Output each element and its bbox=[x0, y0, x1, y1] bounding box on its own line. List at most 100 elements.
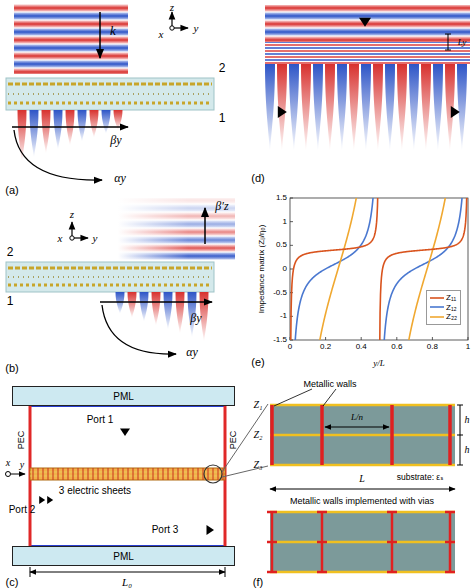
via-pad bbox=[317, 511, 327, 514]
electric-sheets bbox=[30, 468, 225, 480]
impedance-curve bbox=[379, 198, 468, 340]
panel-label: (d) bbox=[251, 173, 264, 184]
legend-line-sample bbox=[430, 316, 444, 318]
field-lobe bbox=[289, 64, 299, 152]
via-pad bbox=[267, 541, 277, 544]
tick-label: 1.5 bbox=[276, 194, 287, 202]
plot-curves bbox=[290, 198, 468, 340]
field-lobe bbox=[457, 64, 467, 152]
panel-label: (e) bbox=[251, 357, 264, 368]
field-lobe bbox=[102, 110, 111, 134]
sheet-grid bbox=[108, 468, 109, 480]
dimension-line bbox=[30, 572, 225, 573]
legend-line-sample bbox=[430, 313, 444, 321]
via-pad bbox=[445, 511, 455, 514]
field-lobe bbox=[349, 64, 359, 152]
direction-arrowhead bbox=[39, 496, 45, 504]
metasurface-element bbox=[8, 284, 212, 287]
metasurface-element bbox=[8, 276, 212, 278]
simulation-domain bbox=[30, 406, 225, 546]
legend-entry: Z₁₁ bbox=[430, 293, 457, 303]
port-label: Port 2 bbox=[9, 505, 36, 515]
axis-origin bbox=[170, 26, 174, 30]
direction-arrowhead bbox=[47, 496, 53, 504]
field-lobe bbox=[421, 64, 431, 152]
axis-label: y bbox=[194, 23, 199, 34]
field-lobe bbox=[433, 64, 443, 152]
impedance-sheet bbox=[270, 434, 455, 437]
propagation-arrow bbox=[100, 301, 212, 302]
field-lobe bbox=[164, 292, 173, 330]
dimension-label: Ly bbox=[458, 38, 467, 47]
axis-label: y bbox=[20, 460, 24, 470]
legend-label: Z₁₁ bbox=[446, 293, 456, 303]
boundary-label: PEC bbox=[17, 431, 26, 450]
impedance-sheet bbox=[270, 541, 455, 544]
field-lobe bbox=[313, 64, 323, 152]
via-pad bbox=[387, 511, 397, 514]
axis-tick bbox=[290, 198, 293, 199]
decay-arrow bbox=[102, 305, 176, 354]
sheet-grid bbox=[63, 468, 64, 480]
absorbing-layer: PML bbox=[12, 546, 235, 566]
tick-label: 0.8 bbox=[427, 343, 438, 351]
metasurface-element bbox=[8, 267, 212, 270]
panel-label: (c) bbox=[6, 577, 19, 588]
metasurface-field bbox=[265, 42, 470, 64]
decay-label: αy bbox=[114, 172, 126, 184]
metallic-wall bbox=[448, 405, 452, 465]
axis-tick bbox=[361, 337, 362, 340]
period-marker bbox=[445, 50, 451, 51]
sheet-grid bbox=[98, 468, 99, 480]
tick-label: -1 bbox=[280, 312, 287, 320]
axis-tick bbox=[290, 269, 293, 270]
sheet-impedance-label: Z₃ bbox=[253, 460, 262, 470]
sheet-grid bbox=[73, 468, 74, 480]
via-pad bbox=[387, 541, 397, 544]
field-lobe bbox=[116, 292, 125, 314]
axis-title: y/L bbox=[373, 359, 385, 368]
dimension-label: L₀ bbox=[122, 577, 132, 588]
legend-entry: Z₁₂ bbox=[430, 303, 457, 313]
decay-arrow bbox=[14, 130, 102, 180]
sheet-grid bbox=[113, 468, 114, 480]
port-number: 1 bbox=[219, 112, 226, 124]
axis-label: z bbox=[170, 2, 174, 13]
tick-label: 1 bbox=[283, 218, 287, 226]
panel-label: (a) bbox=[5, 185, 18, 196]
via-pad bbox=[445, 541, 455, 544]
zoom-circle bbox=[204, 465, 222, 483]
sheet-grid bbox=[33, 468, 34, 480]
axis-tick bbox=[396, 337, 397, 340]
port-number: 1 bbox=[7, 295, 14, 307]
field-lobe bbox=[361, 64, 371, 152]
sheet-grid bbox=[48, 468, 49, 480]
axis-label: x bbox=[159, 29, 164, 40]
sheet-grid bbox=[58, 468, 59, 480]
direction-arrowhead bbox=[207, 525, 215, 535]
wave-vector-label: k bbox=[110, 24, 116, 37]
fade-overlay bbox=[118, 198, 235, 260]
field-lobe bbox=[337, 64, 347, 152]
period-marker bbox=[448, 34, 449, 50]
sheet-grid bbox=[88, 468, 89, 480]
legend-line-sample bbox=[430, 303, 444, 311]
sheet-grid bbox=[183, 468, 184, 480]
sheet-grid bbox=[133, 468, 134, 480]
sheet-grid bbox=[38, 468, 39, 480]
field-lobe bbox=[18, 110, 27, 162]
axis-arrow bbox=[11, 474, 25, 475]
sheet-grid bbox=[68, 468, 69, 480]
metasurface-slab bbox=[6, 78, 214, 110]
impedance-sheet bbox=[270, 511, 455, 514]
tick-label: -1.5 bbox=[273, 336, 287, 344]
field-lobe bbox=[385, 64, 395, 152]
sheet-grid bbox=[53, 468, 54, 480]
wavenumber-label: βy bbox=[110, 134, 121, 146]
sheet-grid bbox=[153, 468, 154, 480]
impedance-curve bbox=[290, 198, 379, 340]
field-lobe bbox=[90, 110, 99, 138]
field-lobe bbox=[42, 110, 51, 154]
field-lobe bbox=[301, 64, 311, 152]
sheet-grid bbox=[173, 468, 174, 480]
